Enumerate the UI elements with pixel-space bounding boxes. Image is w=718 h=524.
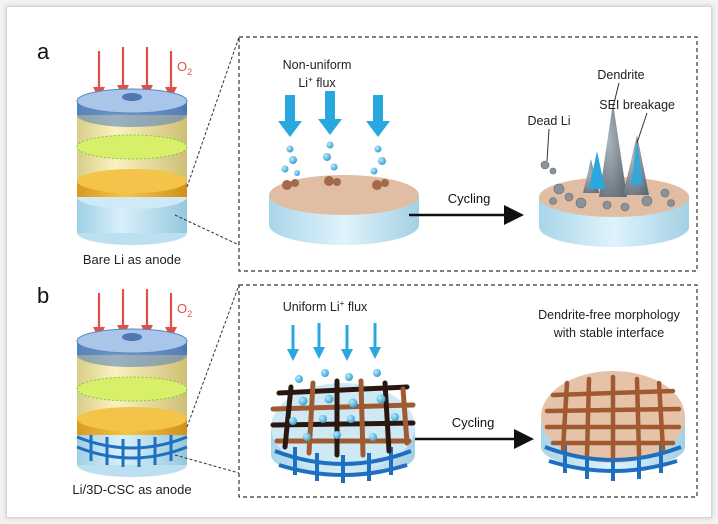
figure-frame: a O2 Bare Li as anode Non-uniform Li+ fl… (6, 6, 712, 518)
panel-a-letter: a (37, 39, 50, 64)
dead-li-pointer (546, 128, 550, 162)
li-3d-disc-b-after (541, 371, 685, 481)
zoom-box-a (238, 36, 698, 272)
panel-b-letter: b (37, 283, 49, 308)
cycling-label-a: Cycling (448, 191, 491, 206)
callout-line-b-high (186, 284, 240, 428)
battery-cell-a (76, 88, 188, 245)
sei-label: SEI breakage (599, 98, 675, 112)
callout-line-a-low (174, 214, 240, 246)
zoom-box-b (238, 284, 698, 498)
dendrite-label: Dendrite (597, 68, 644, 82)
flux-label-a-line2: Li+ flux (298, 75, 336, 90)
li-flux-arrows-a (278, 91, 390, 137)
result-label-b-line1: Dendrite-free morphology (538, 308, 680, 322)
li-ions-a (281, 141, 386, 176)
anode-label-b: Li/3D-CSC as anode (72, 482, 191, 497)
callout-line-b-low (174, 454, 240, 474)
li-3d-disc-b-before (270, 369, 416, 483)
anode-label-a: Bare Li as anode (83, 252, 181, 267)
callout-line-a-high (186, 36, 240, 188)
cycling-label-b: Cycling (452, 415, 495, 430)
o2-arrows-b (93, 289, 177, 339)
dendrite-pointer (612, 82, 620, 108)
o2-label-b: O2 (177, 301, 192, 319)
dead-li-label: Dead Li (527, 114, 570, 128)
li-disc-a-before (269, 175, 419, 245)
li-disc-a-after (539, 103, 689, 247)
battery-cell-b (76, 328, 188, 477)
schematic-figure: a O2 Bare Li as anode Non-uniform Li+ fl… (37, 36, 698, 498)
flux-label-a-line1: Non-uniform (283, 58, 352, 72)
flux-label-b: Uniform Li+ flux (283, 299, 368, 314)
sei-pointer (636, 112, 648, 144)
li-flux-arrows-b (287, 323, 381, 361)
o2-label-a: O2 (177, 59, 192, 77)
result-label-b-line2: with stable interface (553, 326, 665, 340)
